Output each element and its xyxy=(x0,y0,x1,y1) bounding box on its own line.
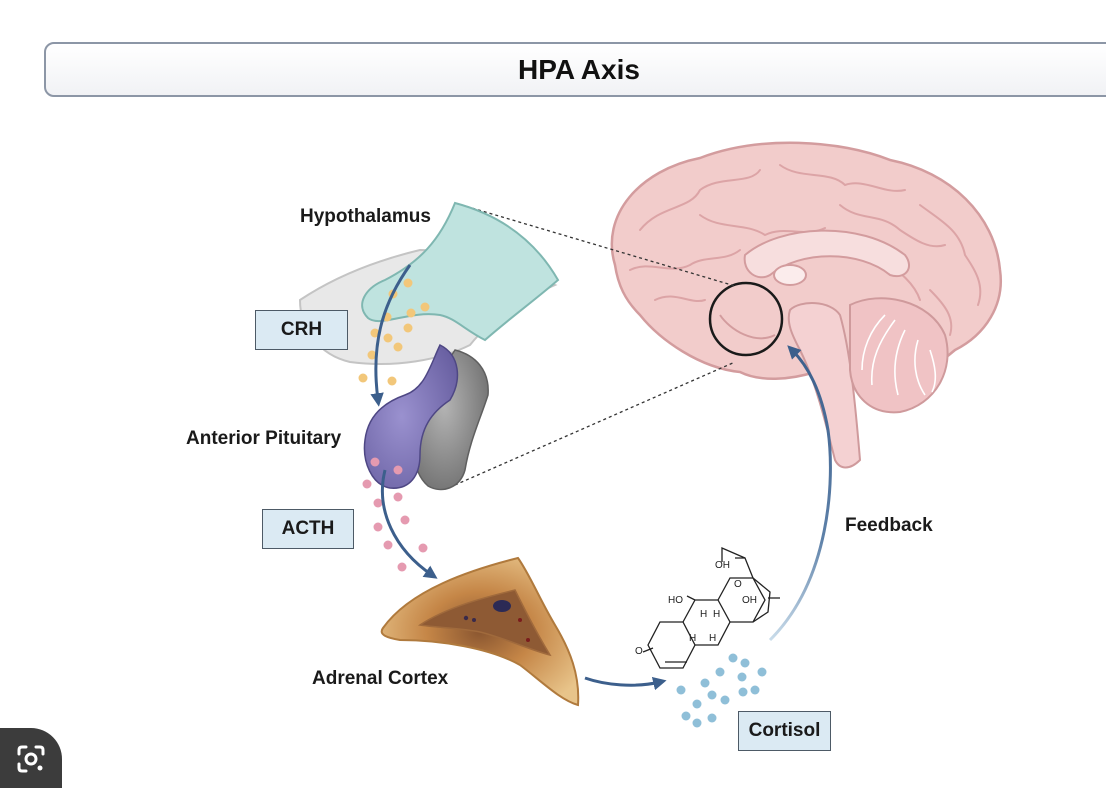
acth-dots xyxy=(362,457,428,572)
molecule-label-h2: H xyxy=(709,633,716,644)
google-lens-icon[interactable] xyxy=(0,728,62,788)
crh-dots xyxy=(358,278,430,386)
molecule-label-h4: H xyxy=(713,609,720,620)
molecule-label-o-left: O xyxy=(635,646,643,657)
anterior-pituitary-label: Anterior Pituitary xyxy=(186,428,342,449)
zoom-circle xyxy=(708,281,784,357)
thalamus xyxy=(773,264,807,286)
molecule-label-ho-left: HO xyxy=(668,595,683,606)
molecule-label-oh-right: OH xyxy=(742,595,757,606)
pituitary-illustration xyxy=(363,343,489,491)
lens-glyph xyxy=(17,745,45,773)
molecule-label-oh-top: OH xyxy=(715,560,730,571)
page-title: HPA Axis xyxy=(518,54,640,85)
cortisol-box: Cortisol xyxy=(738,711,831,751)
molecule-label-h3: H xyxy=(689,633,696,644)
arrow-adrenal-to-cortisol xyxy=(584,676,667,691)
acth-box: ACTH xyxy=(262,509,354,549)
title-bar xyxy=(44,42,1106,97)
zoom-line-top xyxy=(454,202,736,287)
arrow-crh-to-pituitary xyxy=(370,264,412,407)
cortisol-dots xyxy=(676,653,767,728)
arrow-feedback xyxy=(768,345,832,642)
corpus-callosum xyxy=(743,229,910,279)
feedback-label: Feedback xyxy=(845,515,933,536)
hypothalamus-label: Hypothalamus xyxy=(300,206,431,227)
molecule-label-h1: H xyxy=(700,609,707,620)
adrenal-illustration xyxy=(380,556,580,707)
cerebellum xyxy=(849,297,949,414)
molecule-label-o-right: O xyxy=(734,579,742,590)
cortisol-molecule xyxy=(642,547,780,669)
arrow-acth-to-adrenal xyxy=(380,469,438,579)
crh-box: CRH xyxy=(255,310,348,350)
adrenal-cortex-label: Adrenal Cortex xyxy=(312,668,449,689)
brain-illustration xyxy=(610,141,1003,469)
zoom-line-bottom xyxy=(454,361,736,486)
